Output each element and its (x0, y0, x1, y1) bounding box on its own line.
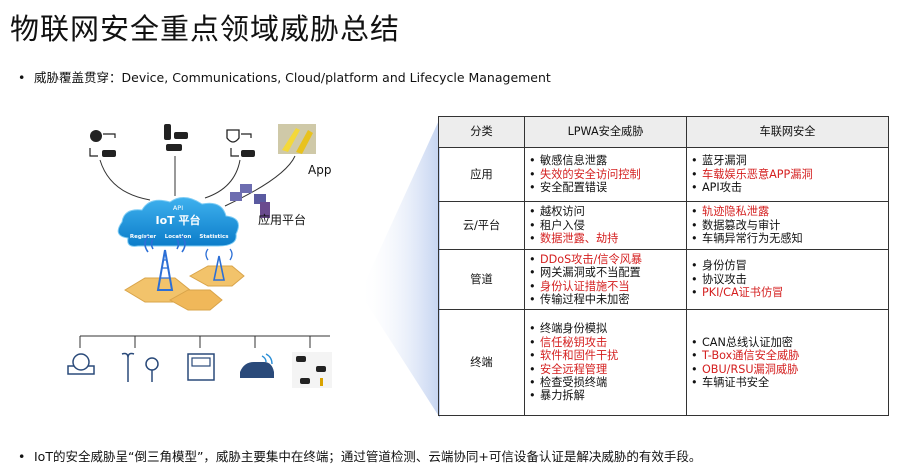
threat-item: 软件和固件干扰 (529, 349, 682, 363)
water-meter-icon (67, 353, 95, 375)
lpwa-threats-cell: 终端身份模拟信任秘钥攻击软件和固件干扰安全远程管理检查受损终端暴力拆解 (524, 309, 687, 416)
threat-item: DDoS攻击/信令风暴 (529, 253, 682, 267)
threat-item: 协议攻击 (691, 273, 884, 287)
threat-item: CAN总线认证加密 (691, 336, 884, 350)
threat-summary-table: 分类 LPWA安全威胁 车联网安全 应用敏感信息泄露失效的安全访问控制安全配置错… (438, 116, 889, 416)
threat-item: 安全配置错误 (529, 181, 682, 195)
table-row: 管道DDoS攻击/信令风暴网关漏洞或不当配置身份认证措施不当传输过程中未加密身份… (438, 249, 889, 310)
truck-icon (187, 353, 215, 381)
threat-item: PKI/CA证书仿冒 (691, 286, 884, 300)
threat-item: 网关漏洞或不当配置 (529, 266, 682, 280)
cloud-location-label: Location (165, 234, 192, 240)
coverage-text: 威胁覆盖贯穿：Device, Communications, Cloud/pla… (34, 70, 551, 85)
iov-threat-list: CAN总线认证加密T-Box通信安全威胁OBU/RSU漏洞威胁车辆证书安全 (691, 336, 884, 390)
conclusion-bullet: • IoT的安全威胁呈“倒三角模型”，威胁主要集中在终端；通过管道检测、云端协同+… (18, 446, 701, 465)
base-station-tower-icon (144, 235, 186, 291)
iov-threats-cell: 轨迹隐私泄露数据篡改与审计车辆异常行为无感知 (686, 201, 889, 250)
app-photo-icon (278, 124, 316, 154)
sensor-car-icon (89, 130, 116, 157)
threat-item: 轨迹隐私泄露 (691, 205, 884, 219)
threat-item: 数据泄露、劫持 (529, 232, 682, 246)
iov-threat-list: 蓝牙漏洞车载娱乐恶意APP漏洞API攻击 (691, 154, 884, 195)
iov-threats-cell: 蓝牙漏洞车载娱乐恶意APP漏洞API攻击 (686, 147, 889, 202)
app-label: App (308, 163, 331, 177)
threat-item: 敏感信息泄露 (529, 154, 682, 168)
bullet-dot: • (18, 449, 26, 464)
iot-platform-cloud: API IoT 平台 Register Location Statistics (117, 197, 239, 247)
threat-item: 数据篡改与审计 (691, 219, 884, 233)
table-row: 应用敏感信息泄露失效的安全访问控制安全配置错误蓝牙漏洞车载娱乐恶意APP漏洞AP… (438, 147, 889, 202)
conclusion-text: IoT的安全威胁呈“倒三角模型”，威胁主要集中在终端；通过管道检测、云端协同+可… (34, 449, 702, 464)
threat-item: 蓝牙漏洞 (691, 154, 884, 168)
cloud-title: IoT 平台 (156, 213, 201, 227)
header-lpwa: LPWA安全威胁 (524, 116, 687, 148)
threat-item: 检查受损终端 (529, 376, 682, 390)
threat-item: 安全远程管理 (529, 363, 682, 377)
street-light-parking-meter-icon (121, 352, 159, 382)
table-header-row: 分类 LPWA安全威胁 车联网安全 (438, 116, 889, 148)
category-cell: 应用 (438, 147, 525, 202)
threat-item: 传输过程中未加密 (529, 293, 682, 307)
lpwa-threats-cell: 敏感信息泄露失效的安全访问控制安全配置错误 (524, 147, 687, 202)
threat-item: 车辆证书安全 (691, 376, 884, 390)
threat-item: 失效的安全访问控制 (529, 168, 682, 182)
triangle-shade (360, 118, 440, 418)
platform-label: 应用平台 (258, 212, 306, 227)
header-iov: 车联网安全 (686, 116, 889, 148)
category-cell: 云/平台 (438, 201, 525, 250)
iov-threats-cell: CAN总线认证加密T-Box通信安全威胁OBU/RSU漏洞威胁车辆证书安全 (686, 309, 889, 416)
threat-item: OBU/RSU漏洞威胁 (691, 363, 884, 377)
iot-architecture-diagram: App 应用平台 API IoT 平台 Register Location St… (67, 118, 440, 418)
lpwa-threats-cell: 越权访问租户入侵数据泄露、劫持 (524, 201, 687, 250)
shield-car-icon (226, 129, 255, 157)
base-station-tower-small-icon (205, 248, 233, 281)
application-platform-icon (230, 184, 270, 218)
threat-item: 身份仿冒 (691, 259, 884, 273)
header-category: 分类 (438, 116, 525, 148)
iov-threat-list: 轨迹隐私泄露数据篡改与审计车辆异常行为无感知 (691, 205, 884, 246)
threat-item: 终端身份模拟 (529, 322, 682, 336)
category-cell: 终端 (438, 309, 525, 416)
threat-item: 暴力拆解 (529, 389, 682, 403)
lpwa-threat-list: 敏感信息泄露失效的安全访问控制安全配置错误 (529, 154, 682, 195)
threat-item: 身份认证措施不当 (529, 280, 682, 294)
page-title: 物联网安全重点领域威胁总结 (10, 12, 401, 46)
base-station-hexagons (124, 265, 245, 311)
traffic-light-car-icon (164, 124, 188, 151)
lpwa-threat-list: 终端身份模拟信任秘钥攻击软件和固件干扰安全远程管理检查受损终端暴力拆解 (529, 322, 682, 403)
lpwa-threat-list: 越权访问租户入侵数据泄露、劫持 (529, 205, 682, 246)
lpwa-threat-list: DDoS攻击/信令风暴网关漏洞或不当配置身份认证措施不当传输过程中未加密 (529, 253, 682, 307)
category-cell: 管道 (438, 249, 525, 310)
coverage-bullet: • 威胁覆盖贯穿：Device, Communications, Cloud/pl… (18, 67, 551, 86)
iov-threats-cell: 身份仿冒协议攻击PKI/CA证书仿冒 (686, 249, 889, 310)
connected-car-icon (240, 353, 274, 378)
threat-item: 车载娱乐恶意APP漏洞 (691, 168, 884, 182)
cloud-statistics-label: Statistics (199, 234, 229, 240)
v2x-traffic-icon (292, 352, 332, 388)
cloud-api-label: API (173, 204, 183, 212)
threat-item: 越权访问 (529, 205, 682, 219)
bullet-dot: • (18, 70, 26, 85)
table-row: 终端终端身份模拟信任秘钥攻击软件和固件干扰安全远程管理检查受损终端暴力拆解CAN… (438, 309, 889, 416)
threat-item: 租户入侵 (529, 219, 682, 233)
threat-item: API攻击 (691, 181, 884, 195)
table-row: 云/平台越权访问租户入侵数据泄露、劫持轨迹隐私泄露数据篡改与审计车辆异常行为无感… (438, 201, 889, 250)
lpwa-threats-cell: DDoS攻击/信令风暴网关漏洞或不当配置身份认证措施不当传输过程中未加密 (524, 249, 687, 310)
cloud-register-label: Register (130, 234, 156, 240)
iov-threat-list: 身份仿冒协议攻击PKI/CA证书仿冒 (691, 259, 884, 300)
threat-item: 车辆异常行为无感知 (691, 232, 884, 246)
threat-item: T-Box通信安全威胁 (691, 349, 884, 363)
threat-item: 信任秘钥攻击 (529, 336, 682, 350)
